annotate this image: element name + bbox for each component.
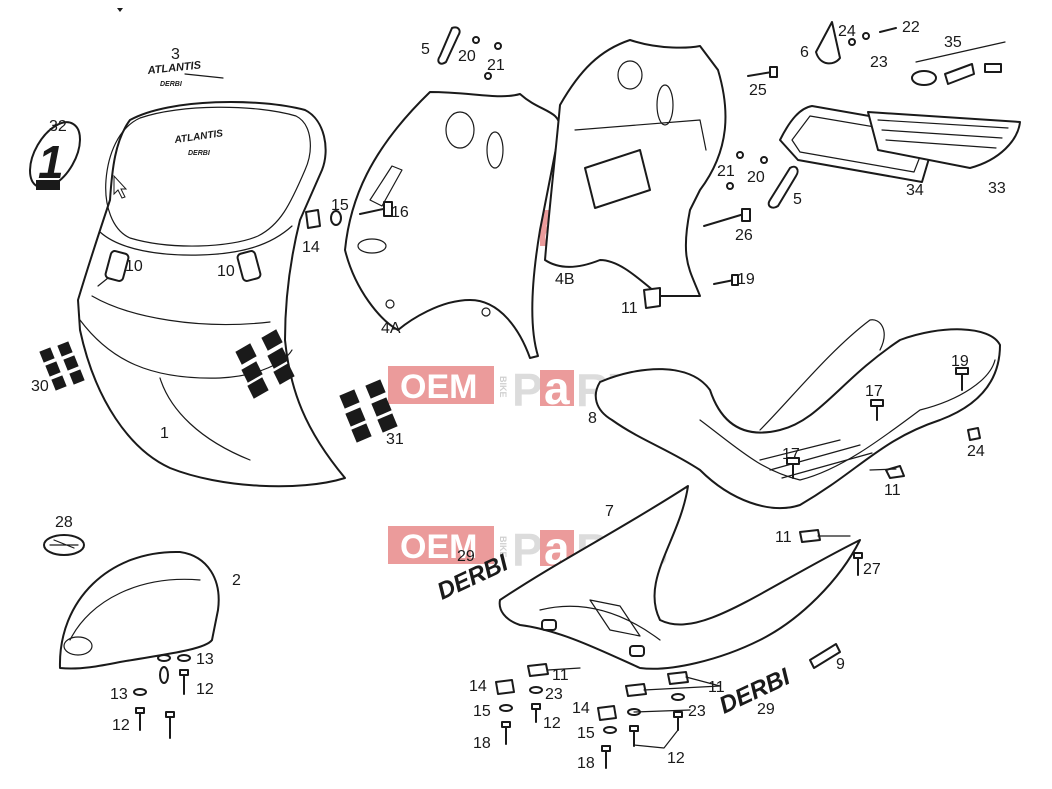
footboard-part-8 xyxy=(594,319,1001,510)
callout-5a: 5 xyxy=(421,41,430,58)
callout-31: 31 xyxy=(386,431,404,448)
callout-33: 33 xyxy=(988,180,1006,197)
callout-18a: 18 xyxy=(473,735,491,752)
callout-12c: 12 xyxy=(543,715,561,732)
svg-text:1: 1 xyxy=(38,136,64,188)
callout-11c: 11 xyxy=(775,529,792,546)
callout-21a: 21 xyxy=(487,57,505,74)
callout-14a: 14 xyxy=(302,239,320,256)
callout-26: 26 xyxy=(735,227,753,244)
callout-labels: 1 2 3 4A 4B 5 5 6 7 8 9 10 10 11 11 11 1… xyxy=(31,19,1006,772)
callout-30: 30 xyxy=(31,378,49,395)
svg-text:P: P xyxy=(512,364,543,416)
callout-15c: 15 xyxy=(577,725,595,742)
callout-4a: 4A xyxy=(381,320,401,337)
decal-30-checkered xyxy=(39,341,85,391)
svg-text:BIKE: BIKE xyxy=(498,376,508,398)
callout-9: 9 xyxy=(836,656,845,673)
callout-12d: 12 xyxy=(667,750,685,767)
callout-17b: 17 xyxy=(782,446,800,463)
bracket-part-5b xyxy=(767,165,799,209)
callout-7: 7 xyxy=(605,503,614,520)
callout-28: 28 xyxy=(55,514,73,531)
front-fender-part xyxy=(58,550,220,670)
callout-29b: 29 xyxy=(757,701,775,718)
inner-panel-4a xyxy=(344,91,561,359)
callout-15b: 15 xyxy=(473,703,491,720)
leader-lines xyxy=(547,468,897,749)
bracket-part-5a xyxy=(437,26,461,65)
decal-9-badge xyxy=(809,643,841,669)
callout-22: 22 xyxy=(902,19,920,36)
callout-10b: 10 xyxy=(217,263,235,280)
callout-2: 2 xyxy=(232,572,241,589)
callout-25: 25 xyxy=(749,82,767,99)
svg-text:DERBI: DERBI xyxy=(715,663,795,720)
callout-19a: 19 xyxy=(737,271,755,288)
callout-20a: 20 xyxy=(458,48,476,65)
hardware-screws xyxy=(133,27,981,769)
callout-19b: 19 xyxy=(951,353,969,370)
callout-8: 8 xyxy=(588,410,597,427)
callout-24a: 24 xyxy=(838,23,856,40)
callout-11a: 11 xyxy=(621,300,638,317)
callout-4b: 4B xyxy=(555,271,575,288)
svg-text:a: a xyxy=(544,362,570,414)
callout-12b: 12 xyxy=(112,717,130,734)
svg-text:P: P xyxy=(512,524,543,576)
lower-cover-part-7 xyxy=(498,485,861,670)
decal-29-derbi-b: DERBI xyxy=(715,663,795,720)
decal-28-badge xyxy=(43,534,85,556)
callout-10a: 10 xyxy=(125,258,143,275)
svg-text:ATLANTIS: ATLANTIS xyxy=(146,59,202,77)
svg-text:DERBI: DERBI xyxy=(188,150,211,157)
callout-23a: 23 xyxy=(870,54,888,71)
callout-32: 32 xyxy=(49,118,67,135)
callout-18b: 18 xyxy=(577,755,595,772)
checkered-decal-shield xyxy=(235,329,295,399)
callout-23c: 23 xyxy=(688,703,706,720)
svg-text:OEM: OEM xyxy=(400,368,477,406)
callout-24b: 24 xyxy=(967,443,985,460)
callout-35: 35 xyxy=(944,34,962,51)
svg-text:OEM: OEM xyxy=(400,528,477,566)
front-shield-part: ATLANTIS DERBI xyxy=(77,100,346,488)
callout-16: 16 xyxy=(391,204,409,221)
callout-14c: 14 xyxy=(572,700,590,717)
callout-12a: 12 xyxy=(196,681,214,698)
callout-14b: 14 xyxy=(469,678,487,695)
callout-11d: 11 xyxy=(552,667,569,684)
callout-15a: 15 xyxy=(331,197,349,214)
callout-3: 3 xyxy=(171,46,180,63)
callout-29a: 29 xyxy=(457,548,475,565)
callout-11b: 11 xyxy=(884,482,901,499)
callout-13a: 13 xyxy=(196,651,214,668)
svg-text:DERBI: DERBI xyxy=(160,81,183,88)
callout-23b: 23 xyxy=(545,686,563,703)
inner-panel-4b xyxy=(544,39,727,297)
decal-32-number: 1 xyxy=(29,121,81,190)
callout-11e: 11 xyxy=(708,679,725,696)
decal-31-checkered xyxy=(339,379,398,443)
trim-part-33 xyxy=(867,111,1021,169)
callout-5b: 5 xyxy=(793,191,802,208)
tiny-arrow-icon xyxy=(117,8,123,12)
svg-text:BIKE: BIKE xyxy=(498,536,508,558)
mouse-cursor-icon xyxy=(113,174,128,199)
callout-1: 1 xyxy=(160,425,169,442)
callout-21b: 21 xyxy=(717,163,735,180)
callout-20b: 20 xyxy=(747,169,765,186)
fastener-part-35 xyxy=(911,41,1006,86)
callout-6: 6 xyxy=(800,44,809,61)
callout-13b: 13 xyxy=(110,686,128,703)
bracket-part-6 xyxy=(815,21,841,65)
callout-27: 27 xyxy=(863,561,881,578)
callout-17a: 17 xyxy=(865,383,883,400)
callout-34: 34 xyxy=(906,182,924,199)
decal-3-atlantis: ATLANTIS DERBI xyxy=(146,59,224,88)
